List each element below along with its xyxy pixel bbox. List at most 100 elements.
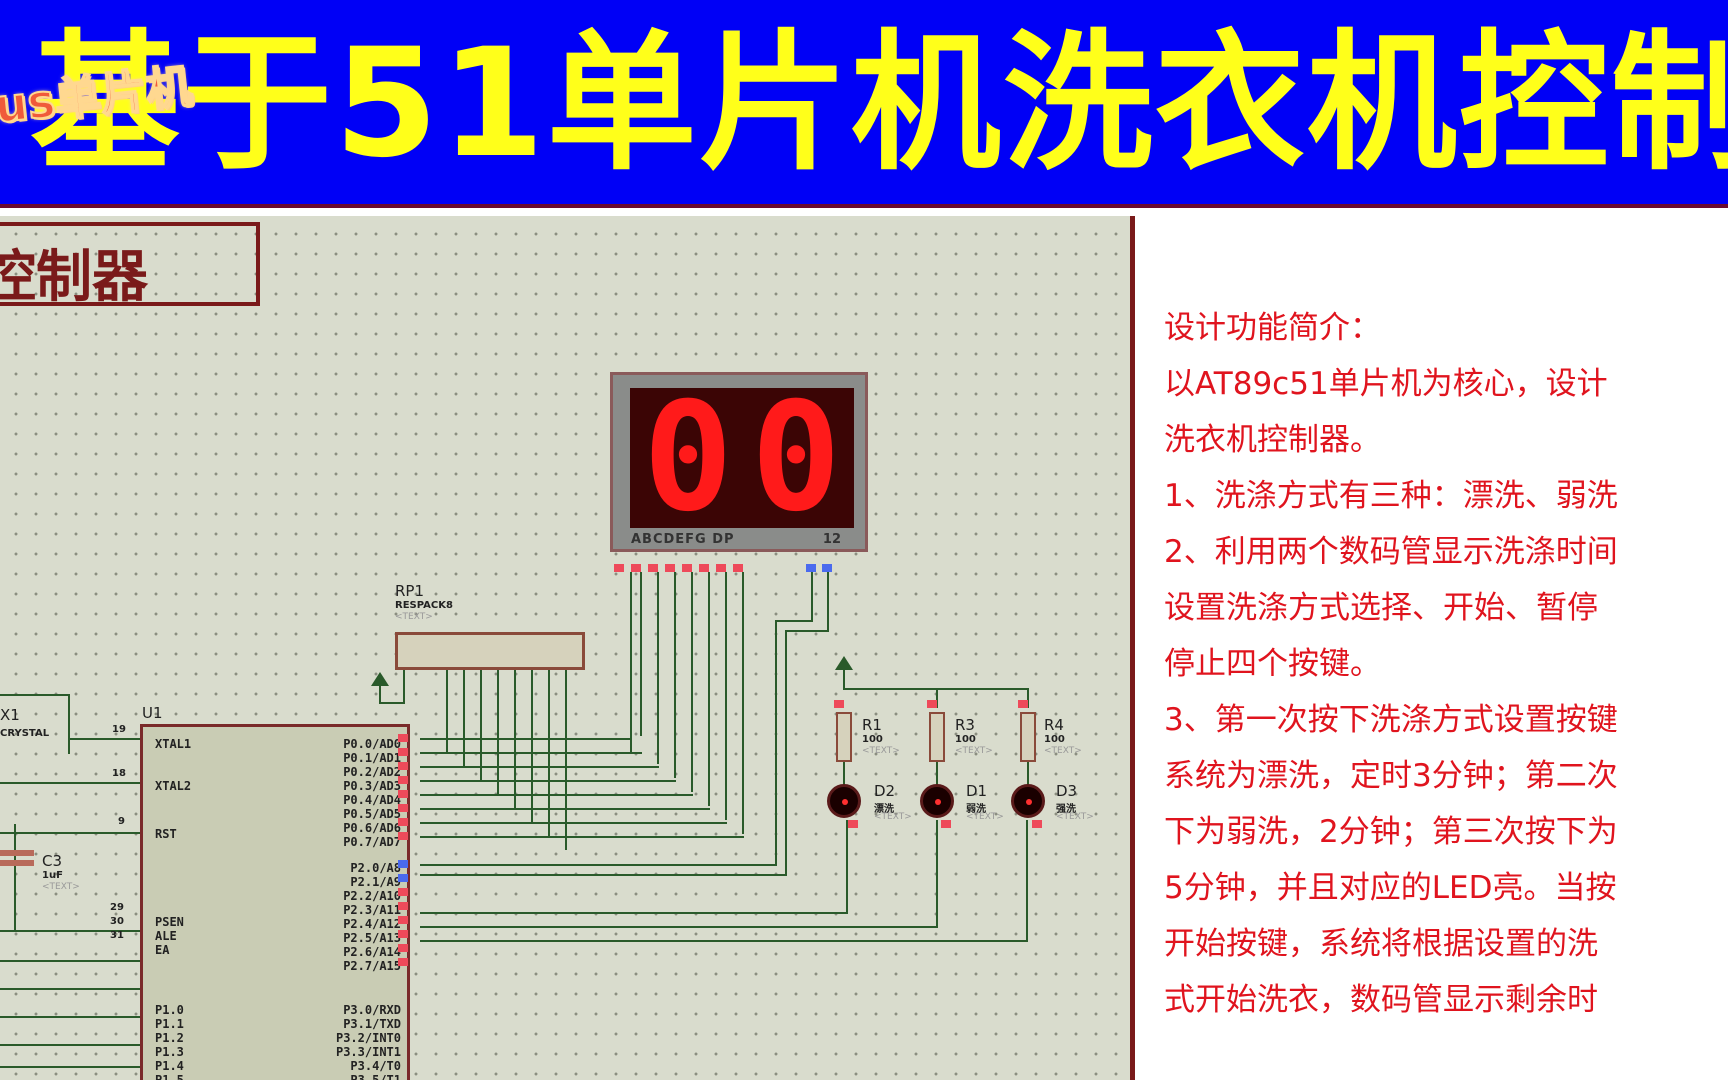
pin-number: 19: [112, 724, 126, 735]
description-line: 3、第一次按下洗涤方式设置按键: [1164, 702, 1618, 738]
pin-label: P2.2/A10: [343, 889, 401, 903]
pin-label: P3.5/T1: [350, 1073, 401, 1080]
description-line: 洗衣机控制器。: [1164, 422, 1381, 458]
title-banner: 基于51单片机洗衣机控制器 us单片机: [0, 0, 1728, 208]
segment-pin: [716, 564, 726, 572]
pin-stub: [1032, 820, 1042, 828]
pin-label: P0.0/AD0: [343, 737, 401, 751]
wire: [420, 912, 848, 914]
pin-stub: [398, 734, 408, 742]
description-text: 设计功能简介： 以AT89c51单片机为核心，设计 洗衣机控制器。 1、洗涤方式…: [1164, 300, 1728, 1028]
pin-label: P0.6/AD6: [343, 821, 401, 835]
pin-stub: [398, 888, 408, 896]
pin-label: P2.1/A9: [350, 875, 401, 889]
wire: [446, 670, 448, 752]
capacitor-c3[interactable]: [0, 850, 34, 856]
pin-label: P1.4: [155, 1059, 184, 1073]
pin-label: P3.4/T0: [350, 1059, 401, 1073]
pin-label: P1.0: [155, 1003, 184, 1017]
pin-label: P3.0/RXD: [343, 1003, 401, 1017]
mcu-u1[interactable]: XTAL1 XTAL2 RST PSEN ALE EA P1.0 P1.1 P1…: [140, 724, 410, 1080]
r3-ref: R3: [955, 716, 975, 734]
power-terminal-icon: [835, 656, 853, 670]
pin-label: P0.4/AD4: [343, 793, 401, 807]
wire: [420, 794, 693, 796]
d1-ref: D1: [966, 782, 988, 800]
led-d2[interactable]: [827, 784, 861, 818]
wire: [0, 694, 70, 696]
pin-label: P2.0/A8: [350, 861, 401, 875]
description-line: 5分钟，并且对应的LED亮。当按: [1164, 870, 1617, 906]
segment-pin: [614, 564, 624, 572]
rp1-ref: RP1: [395, 582, 425, 600]
pin-label: P0.7/AD7: [343, 835, 401, 849]
wire: [420, 836, 744, 838]
pin-stub: [398, 776, 408, 784]
wire: [420, 752, 642, 754]
segment-pin: [665, 564, 675, 572]
c3-ref: C3: [42, 852, 63, 870]
pin-label: P2.3/A11: [343, 903, 401, 917]
wire: [0, 782, 140, 784]
description-line: 1、洗涤方式有三种：漂洗、弱洗: [1164, 478, 1618, 514]
power-terminal-icon: [371, 672, 389, 686]
r1-text: <TEXT>: [862, 746, 900, 756]
wire: [843, 670, 845, 690]
wire: [775, 620, 777, 864]
digit-pin: [806, 564, 816, 572]
wire: [785, 630, 829, 632]
resistor-r4[interactable]: [1020, 712, 1036, 762]
pin-stub: [398, 916, 408, 924]
pin-stub: [941, 820, 951, 828]
wire: [420, 766, 659, 768]
d2-value: 漂洗: [874, 804, 894, 815]
segment-pin: [733, 564, 743, 572]
pin-stub: [398, 958, 408, 966]
pin-stub: [848, 820, 858, 828]
pin-stub: [1018, 700, 1028, 708]
schematic-title-box: 控制器: [0, 222, 260, 310]
pin-number: 30: [110, 916, 124, 927]
wire: [725, 572, 727, 820]
resistor-r3[interactable]: [929, 712, 945, 762]
wire: [420, 808, 710, 810]
resistor-r1[interactable]: [836, 712, 852, 762]
pin-label: PSEN: [155, 915, 184, 929]
common-pin-labels: 12: [822, 532, 841, 547]
r4-ref: R4: [1044, 716, 1064, 734]
pin-stub: [398, 902, 408, 910]
wire: [657, 572, 659, 764]
digit-pin: [822, 564, 832, 572]
wire: [420, 940, 1028, 942]
pin-label: P2.5/A13: [343, 931, 401, 945]
d3-value: 强洗: [1056, 804, 1076, 815]
pin-label: RST: [155, 827, 177, 841]
pin-label: P3.3/INT1: [335, 1045, 401, 1059]
wire: [1027, 762, 1029, 786]
c3-value: 1uF: [42, 870, 63, 881]
wire: [674, 572, 676, 778]
pin-label: P0.5/AD5: [343, 807, 401, 821]
resistor-pack-rp1[interactable]: [395, 632, 585, 670]
wire: [531, 670, 533, 822]
seven-segment-display[interactable]: 0 0 ABCDEFG DP 12: [610, 372, 868, 552]
c3-text: <TEXT>: [42, 882, 80, 892]
pin-stub: [834, 700, 844, 708]
pin-label: P1.3: [155, 1045, 184, 1059]
led-d1[interactable]: [920, 784, 954, 818]
pin-stub: [398, 762, 408, 770]
wire: [936, 820, 938, 928]
led-d3[interactable]: [1011, 784, 1045, 818]
r3-value: 100: [955, 734, 976, 745]
wire: [420, 864, 777, 866]
pin-stub: [398, 930, 408, 938]
pin-stub: [398, 944, 408, 952]
u1-ref: U1: [142, 704, 163, 722]
pin-number: 9: [118, 816, 125, 827]
wire: [846, 820, 848, 914]
description-line: 设置洗涤方式选择、开始、暂停: [1164, 590, 1598, 626]
pin-stub: [398, 804, 408, 812]
pin-label: P1.2: [155, 1031, 184, 1045]
wire: [565, 670, 567, 850]
wire: [843, 762, 845, 786]
